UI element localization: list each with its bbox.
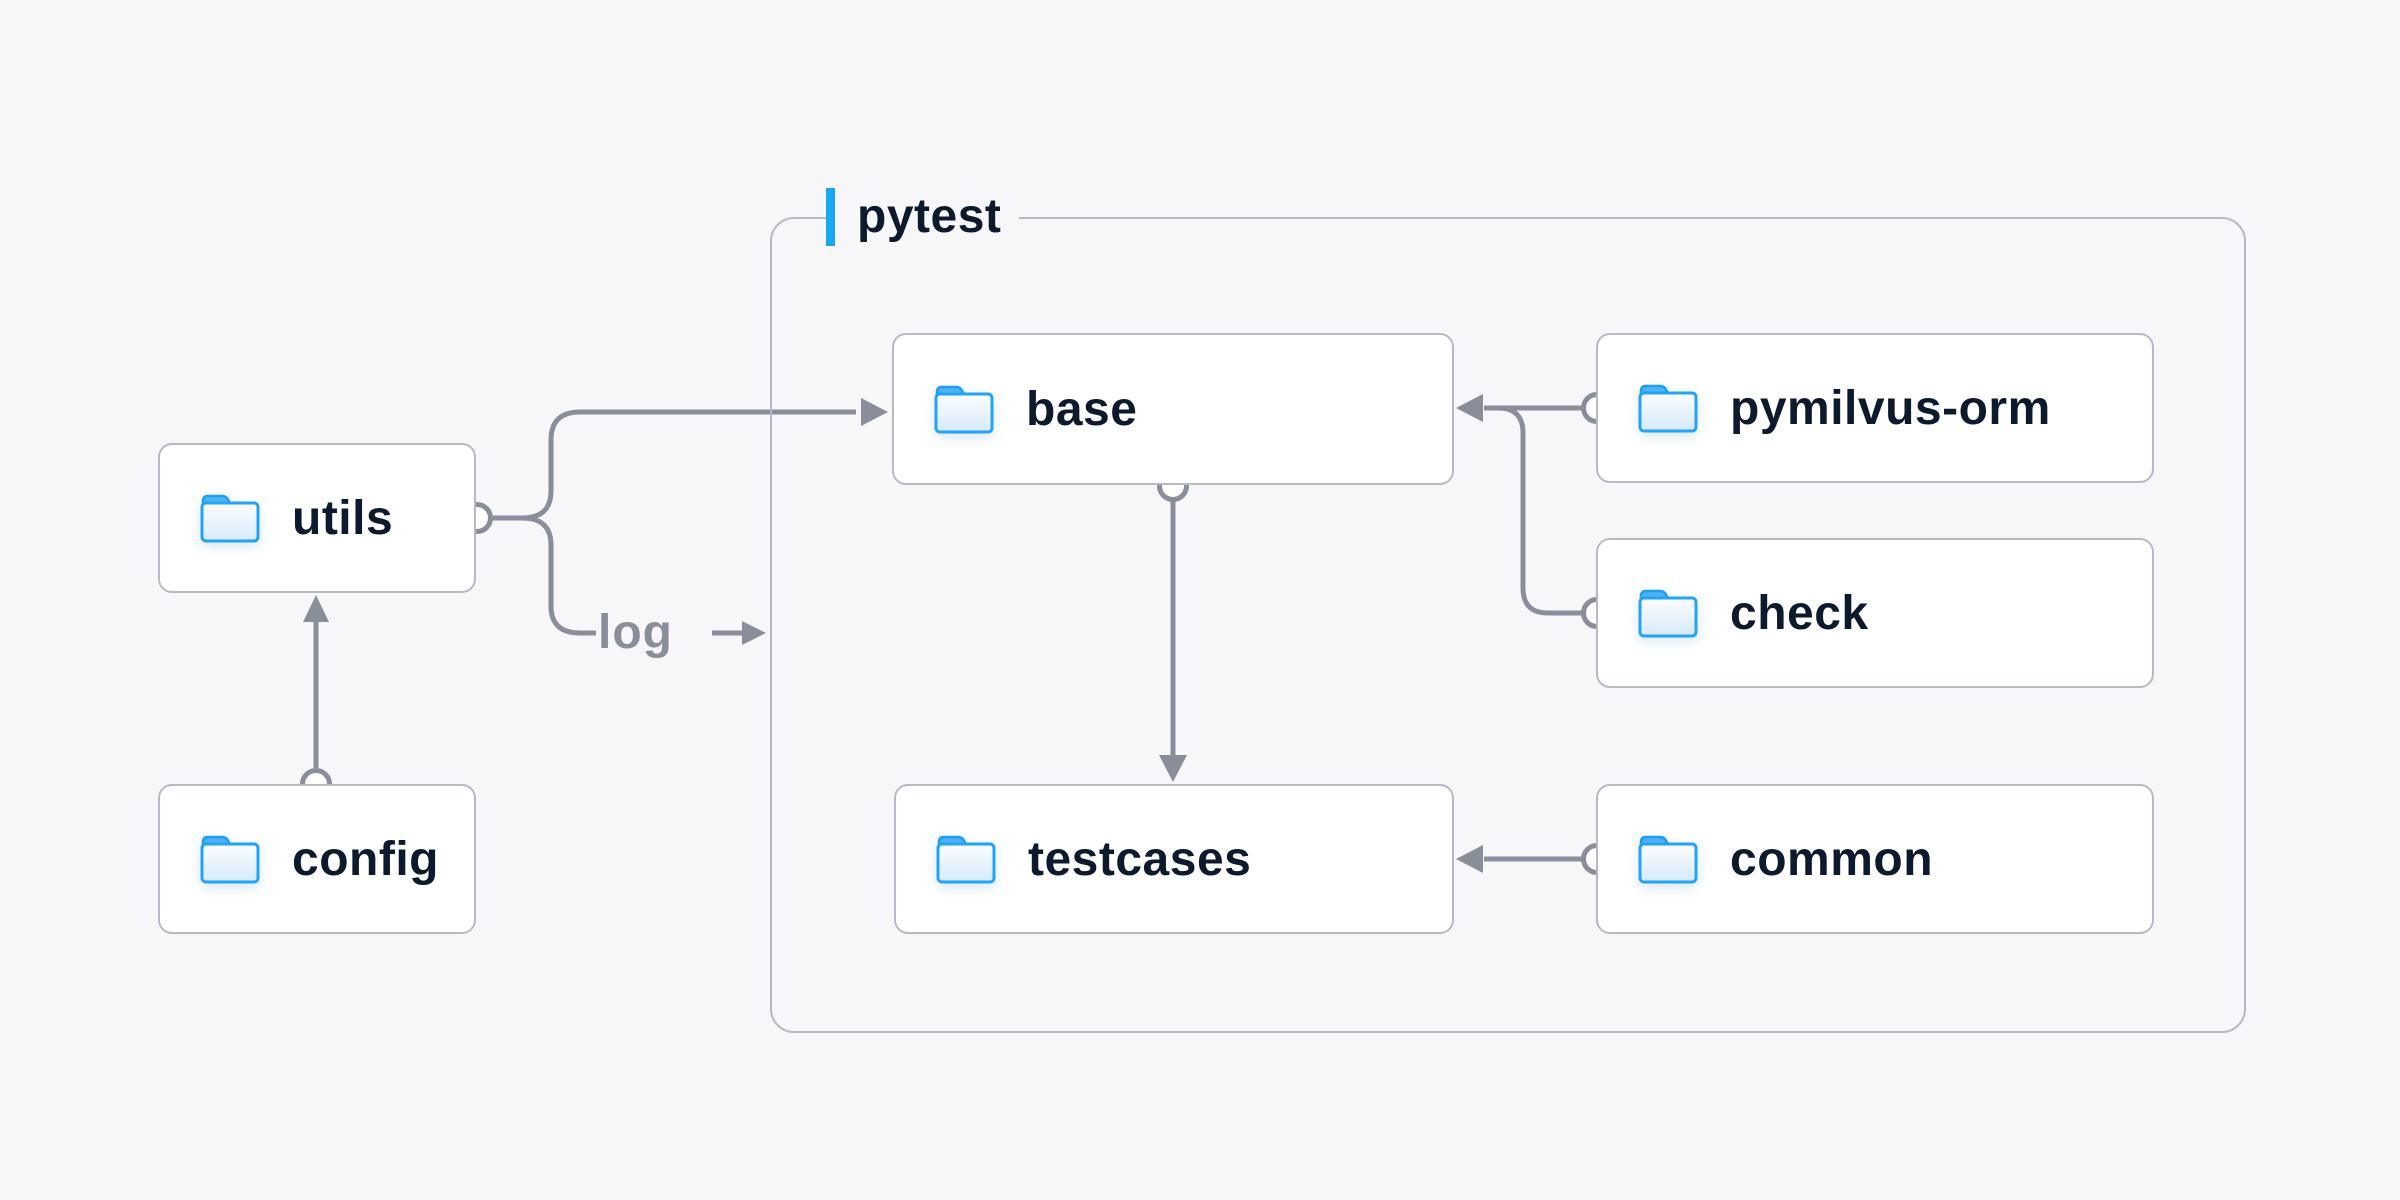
- folder-icon: [1638, 384, 1698, 433]
- folder-icon: [200, 494, 260, 543]
- node-label: base: [1026, 382, 1138, 436]
- node-label: config: [292, 832, 439, 886]
- label-accent-bar: [826, 188, 835, 246]
- edge-config-to-utils: [300, 595, 332, 800]
- container-title: pytest: [857, 190, 1002, 243]
- folder-icon: [936, 835, 996, 884]
- folder-icon: [1638, 589, 1698, 638]
- edge-utils-to-log: [521, 515, 596, 636]
- pytest-container: [770, 217, 2246, 1033]
- node-label: check: [1730, 586, 1869, 640]
- node-utils: utils: [158, 443, 476, 593]
- node-pymilvus-orm: pymilvus-orm: [1596, 333, 2154, 483]
- arrowhead-up-icon: [303, 595, 329, 622]
- node-common: common: [1596, 784, 2154, 934]
- arrowhead-right-icon: [742, 621, 766, 645]
- folder-icon: [1638, 835, 1698, 884]
- edge-label-log: log: [598, 606, 673, 659]
- node-base: base: [892, 333, 1454, 485]
- node-label: testcases: [1028, 832, 1252, 886]
- edge-log-to-container: [712, 621, 766, 645]
- node-check: check: [1596, 538, 2154, 688]
- pytest-container-label: pytest: [826, 188, 1020, 246]
- node-config: config: [158, 784, 476, 934]
- node-label: common: [1730, 832, 1934, 886]
- node-testcases: testcases: [894, 784, 1454, 934]
- node-label: utils: [292, 491, 394, 545]
- node-label: pymilvus-orm: [1730, 381, 2051, 435]
- folder-icon: [934, 385, 994, 434]
- folder-icon: [200, 835, 260, 884]
